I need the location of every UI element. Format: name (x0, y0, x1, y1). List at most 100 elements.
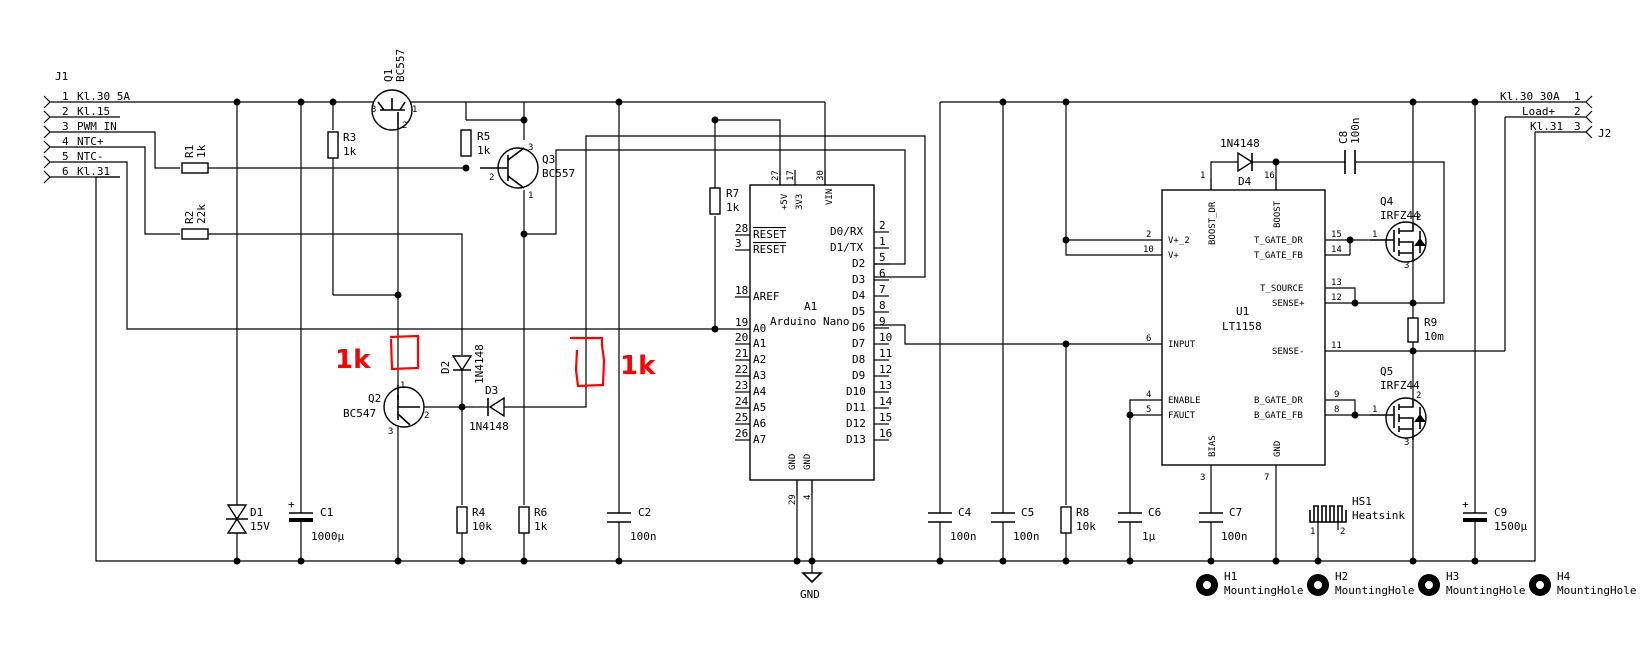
a1-right-pin-num: 8 (879, 299, 886, 312)
a1-right-pin-name: D1/TX (830, 241, 863, 254)
u1-left-pin-num: 6 (1146, 334, 1151, 344)
a1-left-pin-num: 21 (735, 347, 748, 360)
j1-pin5-name: NTC- (77, 150, 104, 163)
u1-left-pin-num: 2 (1146, 230, 1151, 240)
a1-bottom-pin2-num: 4 (803, 495, 813, 500)
a1-top-pin3-num: 30 (816, 170, 826, 181)
d4-ref: D4 (1238, 175, 1252, 188)
q2-pin-b: 2 (424, 411, 429, 421)
u1-right-pin-name: T_SOURCE (1260, 284, 1303, 294)
q2-value: BC547 (343, 407, 376, 420)
annotation-left-text: 1k (335, 345, 371, 375)
q4-value: IRFZ44 (1380, 209, 1420, 222)
r3-ref: R3 (343, 131, 356, 144)
wires-left (95, 101, 1536, 573)
capacitor-c8: C8 100n (1337, 118, 1362, 174)
q1-ref: Q1 (382, 69, 395, 82)
j2-ref: J2 (1598, 127, 1611, 140)
u1-right-pin-num: 13 (1331, 278, 1342, 288)
resistor-r6: R6 1k (518, 506, 548, 534)
a1-left-pin-num: 26 (735, 427, 748, 440)
a1-left-pin-name: RESET (753, 228, 786, 241)
c4-value: 100n (950, 530, 977, 543)
c1-ref: C1 (320, 506, 333, 519)
r8-ref: R8 (1076, 506, 1089, 519)
a1-right-pin-name: D9 (852, 369, 865, 382)
capacitor-c7: C7 100n (1199, 506, 1248, 543)
q5-pin-g: 1 (1372, 405, 1377, 415)
a1-right-pin-num: 9 (879, 315, 886, 328)
c5-value: 100n (1013, 530, 1040, 543)
u1-right-pin-name: B_GATE_DR (1254, 396, 1303, 406)
a1-right-pin-num: 7 (879, 283, 886, 296)
diode-d3: D3 1N4148 (469, 384, 509, 433)
a1-right-pin-name: D4 (852, 289, 866, 302)
a1-left-pin-num: 24 (735, 395, 749, 408)
a1-value: Arduino Nano (770, 315, 849, 328)
a1-right-pin-name: D10 (846, 385, 866, 398)
r2-ref: R2 (183, 211, 196, 224)
u1-bottom-pin1-num: 3 (1200, 473, 1205, 483)
q1-value: BC557 (394, 49, 407, 82)
a1-right-pin-num: 10 (879, 331, 892, 344)
a1-right-pin-num: 16 (879, 427, 892, 440)
h1-ref: H1 (1224, 570, 1237, 583)
j1-pin1-num: 1 (62, 90, 69, 103)
u1-right-pin-num: 9 (1334, 390, 1339, 400)
c9-ref: C9 (1494, 506, 1507, 519)
a1-ref: A1 (804, 300, 817, 313)
resistor-r2: R2 22k (181, 204, 209, 240)
q3-pin-e: 3 (528, 143, 533, 153)
d1-value: 15V (250, 520, 270, 533)
u1-right-pin-num: 8 (1334, 405, 1339, 415)
r2-value: 22k (195, 204, 208, 224)
a1-right-pin-name: D12 (846, 417, 866, 430)
a1-right-pin-num: 1 (879, 235, 886, 248)
q3-pin-b: 2 (489, 173, 494, 183)
u1-right-pin-num: 15 (1331, 230, 1342, 240)
j1-pin6-name: Kl.31 (77, 165, 110, 178)
resistor-r7: R7 1k (709, 187, 740, 215)
u1-left-pin-num: 5 (1146, 405, 1151, 415)
r1-value: 1k (195, 144, 208, 158)
j1-pin4-num: 4 (62, 135, 69, 148)
a1-right-pin-name: D8 (852, 353, 865, 366)
u1-right-pin-num: 11 (1331, 341, 1342, 351)
transistor-q3: 3 2 1 Q3 BC557 (480, 143, 575, 201)
u1-left-pin-name: FAULT (1168, 411, 1196, 421)
q2-ref: Q2 (368, 392, 381, 405)
a1-left-pin-name: A4 (753, 385, 767, 398)
h3-value: MountingHole (1446, 584, 1525, 597)
u1-top-pin1-num: 1 (1200, 171, 1205, 181)
a1-top-pin1-name: +5V (780, 193, 790, 210)
u1-left-pin-name: ENABLE (1168, 396, 1201, 406)
svg-text:1: 1 (1310, 527, 1315, 537)
q4-pin-d: 2 (1416, 213, 1421, 223)
d4-value: 1N4148 (1220, 137, 1260, 150)
mosfet-q5: 1 2 3 Q5 IRFZ44 (1370, 365, 1427, 448)
a1-right-pin-name: D0/RX (830, 225, 863, 238)
a1-right-pin-num: 15 (879, 411, 892, 424)
j1-pin6-num: 6 (62, 165, 69, 178)
hs1-ref: HS1 (1352, 495, 1372, 508)
c6-ref: C6 (1148, 506, 1161, 519)
c8-value: 100n (1349, 118, 1362, 145)
j1-pin4-name: NTC+ (77, 135, 104, 148)
a1-right-pin-name: D13 (846, 433, 866, 446)
resistor-r3: R3 1k (327, 131, 357, 159)
c7-ref: C7 (1229, 506, 1242, 519)
hs1-value: Heatsink (1352, 509, 1405, 522)
u1-top-pin1-name: BOOST_DR (1208, 201, 1218, 245)
h3-ref: H3 (1446, 570, 1459, 583)
u1-right-pin-name: T_GATE_DR (1254, 236, 1303, 246)
u1-right-pin-num: 14 (1331, 245, 1342, 255)
r9-ref: R9 (1424, 316, 1437, 329)
q2-pin-e: 3 (388, 427, 393, 437)
q4-pin-s: 3 (1404, 261, 1409, 271)
zener-d1: D1 15V (226, 504, 270, 534)
h1-value: MountingHole (1224, 584, 1303, 597)
capacitor-c9: + C9 1500µ (1462, 498, 1527, 533)
j1-pin1-name: Kl.30_5A (77, 90, 130, 103)
q5-pin-d: 2 (1416, 391, 1421, 401)
